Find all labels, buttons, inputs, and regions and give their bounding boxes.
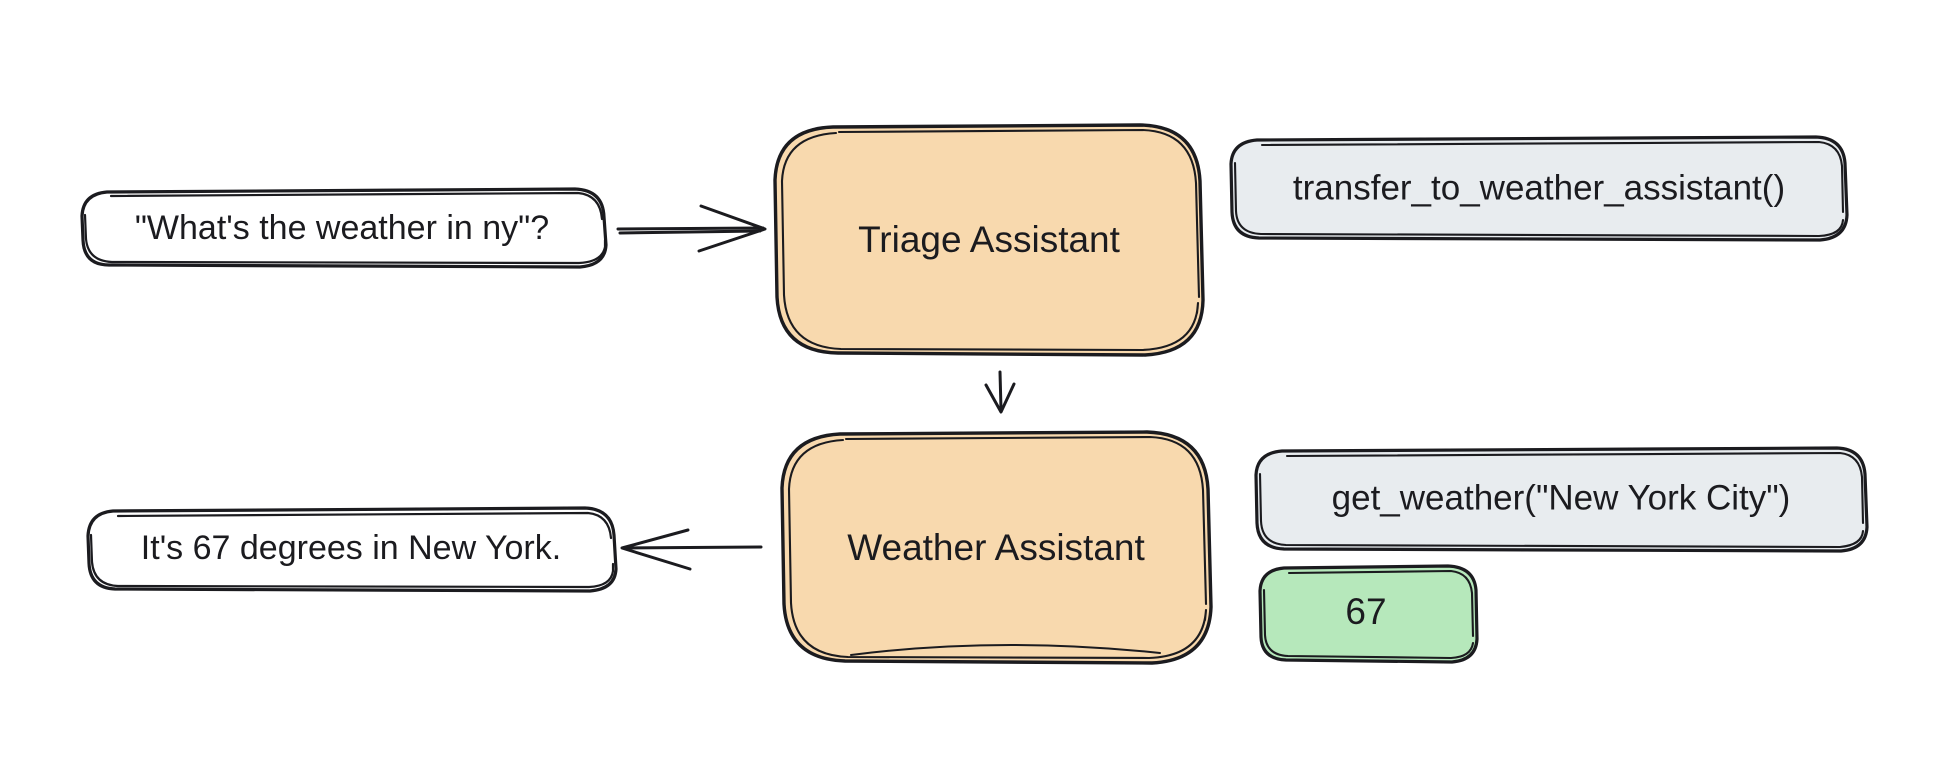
edge-user-to-triage-line: [616, 226, 765, 231]
user-message-shape: [80, 187, 608, 269]
edge-triage-to-weather-line: [998, 370, 1003, 411]
transfer-tool-shape: [1229, 135, 1849, 242]
edge-weather-to-reply-arrowhead: [620, 528, 692, 571]
transfer-tool-label: transfer_to_weather_assistant(): [1293, 168, 1785, 207]
node-assistant-reply[interactable]: It's 67 degrees in New York.: [86, 506, 618, 593]
edge-weather-to-reply: [620, 528, 763, 571]
get-weather-tool-shape: [1254, 446, 1869, 553]
node-transfer-tool[interactable]: transfer_to_weather_assistant(): [1229, 135, 1849, 242]
weather-assistant-shape-sketch2: [850, 644, 1161, 656]
edge-triage-to-weather-arrowhead: [984, 382, 1016, 414]
edge-user-to-triage-line-sketch: [618, 229, 762, 235]
edge-user-to-triage-arrowhead: [697, 204, 767, 253]
weather-assistant-shape-sketch: [787, 435, 1208, 660]
edge-user-to-triage: [616, 204, 767, 253]
assistant-reply-label: It's 67 degrees in New York.: [141, 529, 561, 567]
node-get-weather-tool[interactable]: get_weather("New York City"): [1254, 446, 1869, 553]
weather-result-shape: [1258, 564, 1479, 664]
transfer-tool-shape-sketch: [1233, 140, 1845, 238]
get-weather-tool-shape-sketch: [1258, 451, 1865, 549]
edge-weather-to-reply-line: [623, 545, 763, 550]
triage-assistant-shape-sketch: [780, 128, 1201, 352]
assistant-reply-shape-sketch: [89, 511, 615, 589]
node-weather-result[interactable]: 67: [1258, 564, 1479, 664]
node-triage-assistant[interactable]: Triage Assistant: [773, 123, 1205, 357]
edge-triage-to-weather: [984, 370, 1016, 414]
triage-assistant-shape: [773, 123, 1205, 357]
weather-result-shape-sketch: [1262, 569, 1475, 660]
node-user-message[interactable]: "What's the weather in ny"?: [80, 187, 608, 269]
weather-assistant-shape: [780, 430, 1213, 665]
weather-result-label: 67: [1345, 591, 1386, 632]
user-message-label: "What's the weather in ny"?: [135, 209, 549, 247]
triage-assistant-label: Triage Assistant: [858, 219, 1121, 260]
node-weather-assistant[interactable]: Weather Assistant: [780, 430, 1213, 665]
weather-assistant-label: Weather Assistant: [847, 527, 1145, 568]
user-message-shape-sketch: [83, 191, 607, 265]
get-weather-tool-label: get_weather("New York City"): [1332, 478, 1791, 517]
assistant-reply-shape: [86, 506, 618, 593]
